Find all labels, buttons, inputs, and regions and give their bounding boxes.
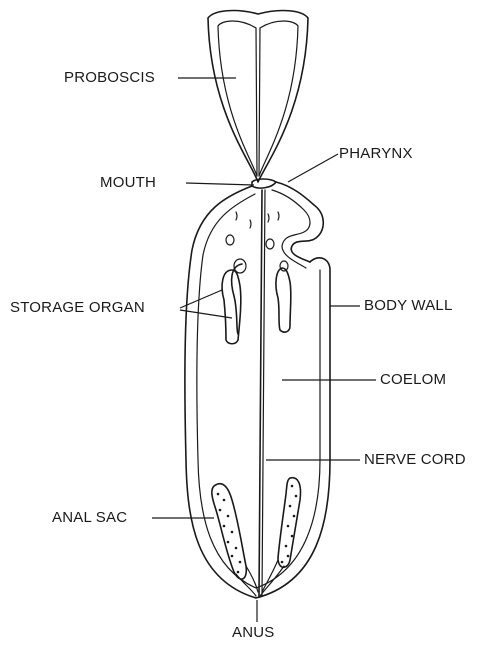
pharynx-shape	[272, 182, 323, 268]
storage-organs-shape	[222, 212, 291, 344]
label-body-wall: BODY WALL	[364, 297, 453, 315]
nerve-cord-shape	[259, 190, 265, 596]
body-wall-shape	[185, 186, 330, 598]
mouth-shape	[252, 179, 276, 188]
label-nerve-cord: NERVE CORD	[364, 451, 466, 469]
label-coelom: COELOM	[380, 371, 446, 389]
label-pharynx: PHARYNX	[339, 145, 413, 163]
proboscis-shape	[208, 11, 308, 182]
label-anus: ANUS	[232, 624, 274, 642]
label-proboscis: PROBOSCIS	[64, 69, 155, 87]
label-storage-organ: STORAGE ORGAN	[10, 299, 145, 317]
label-mouth: MOUTH	[100, 174, 156, 192]
label-anal-sac: ANAL SAC	[52, 509, 127, 527]
anal-sacs-shape	[212, 478, 301, 596]
